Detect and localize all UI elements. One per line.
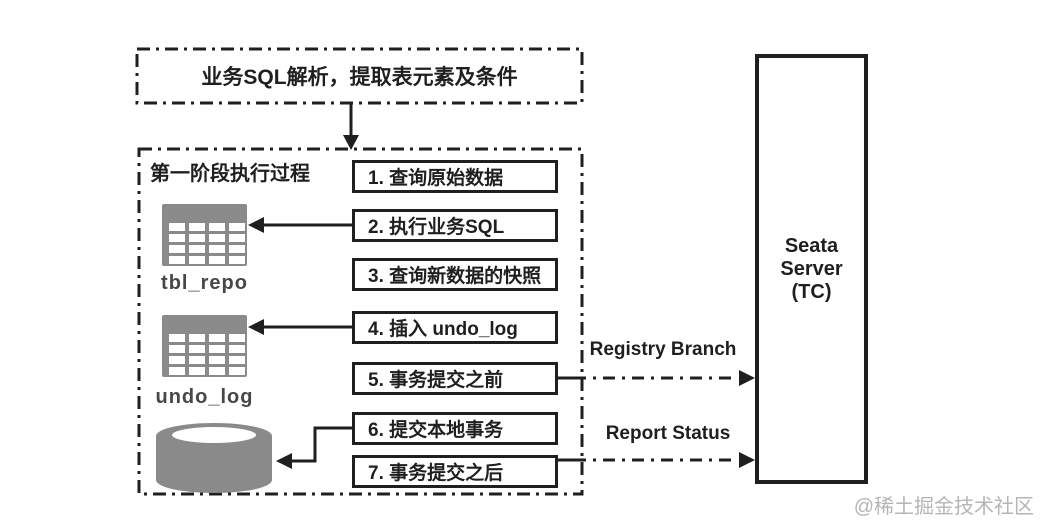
report-status-label: Report Status xyxy=(605,423,731,444)
seata-server-line2: Server xyxy=(780,257,843,280)
arrow-topbox-to-phasebox xyxy=(343,103,359,150)
step-5-box: 5. 事务提交之前 xyxy=(352,362,558,395)
seata-server-line3: (TC) xyxy=(791,280,832,303)
sql-parse-box: 业务SQL解析，提取表元素及条件 xyxy=(201,66,518,89)
step-6-box: 6. 提交本地事务 xyxy=(352,412,558,445)
step-4-box: 4. 插入 undo_log xyxy=(352,311,558,344)
arrow-step6-to-database xyxy=(276,426,352,469)
step-1-box: 1. 查询原始数据 xyxy=(352,160,558,193)
table-grid-icon xyxy=(162,204,247,266)
step-3-box: 3. 查询新数据的快照 xyxy=(352,258,558,291)
table-grid-icon xyxy=(162,315,247,377)
database-cylinder-icon xyxy=(155,422,273,494)
seata-server-line1: Seata xyxy=(784,234,839,257)
arrow-step4-to-undo-log xyxy=(248,319,352,335)
arrow-step2-to-tbl-repo xyxy=(248,217,352,233)
step-2-box: 2. 执行业务SQL xyxy=(352,209,558,242)
top-box-border xyxy=(135,47,584,105)
seata-server-box: Seata Server (TC) xyxy=(755,54,868,484)
arrow-step7-to-seata xyxy=(558,452,755,468)
tbl-repo-label: tbl_repo xyxy=(161,272,248,294)
undo-log-label: undo_log xyxy=(155,386,254,408)
phase-box-border xyxy=(137,147,584,496)
phase-box-title: 第一阶段执行过程 xyxy=(150,163,310,185)
step-7-box: 7. 事务提交之后 xyxy=(352,455,558,488)
registry-branch-label: Registry Branch xyxy=(589,339,737,360)
watermark: @稀土掘金技术社区 xyxy=(853,496,1034,518)
arrow-step5-to-seata xyxy=(558,370,755,386)
